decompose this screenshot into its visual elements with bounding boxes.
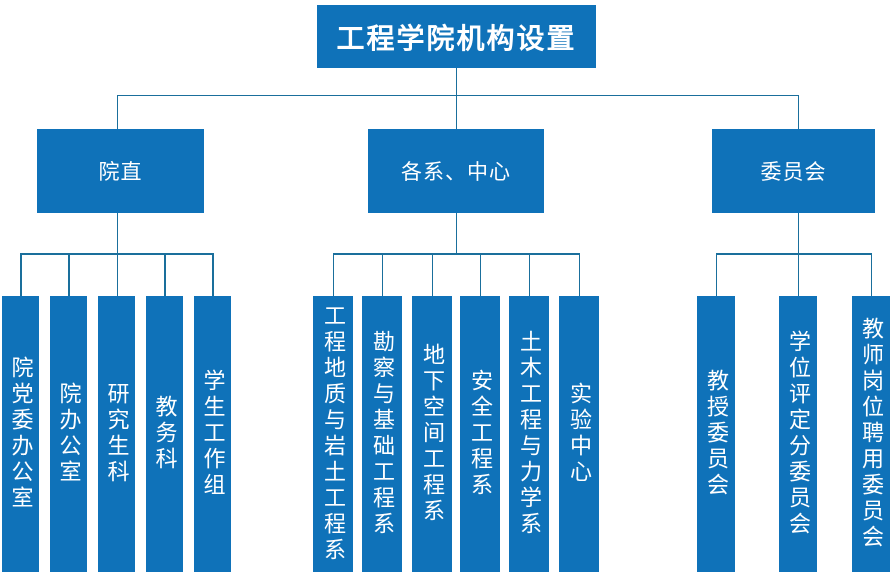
connector-mid-drop-4 [479,253,481,296]
dept-box-engineering-geology-geotech: 工程地质与岩土工程系 [313,296,353,572]
dept-label: 实验中心 [567,382,592,486]
group-box-committees: 委员会 [712,129,875,213]
connector-left-drop-5 [212,253,214,296]
connector-left-drop-4 [164,253,166,296]
connector-drop-left [116,94,118,130]
dept-label: 研究生科 [104,382,130,486]
connector-mid-drop-6 [578,253,580,296]
dept-box-graduate-section: 研究生科 [98,296,135,572]
group-box-departments-centers: 各系、中心 [368,129,544,213]
dept-label: 工程地质与岩土工程系 [321,304,346,564]
dept-box-underground-space: 地下空间工程系 [412,296,452,572]
connector-left-stem [116,213,118,296]
dept-box-professor-committee: 教授委员会 [697,296,735,572]
connector-drop-right [797,94,799,130]
connector-mid-drop-1 [332,253,334,296]
dept-box-degree-evaluation-subcommittee: 学位评定分委员会 [779,296,817,572]
connector-right-drop-1 [715,253,717,296]
group-box-direct-units: 院直 [37,129,204,213]
dept-label: 安全工程系 [468,369,493,499]
dept-label: 土木工程与力学系 [517,330,542,538]
dept-label: 勘察与基础工程系 [370,330,395,538]
connector-left-drop-2 [68,253,70,296]
connector-mid-drop-5 [528,253,530,296]
dept-label: 院办公室 [56,382,82,486]
dept-label: 教师岗位聘用委员会 [859,317,884,551]
connector-right-bus [715,253,872,255]
connector-left-bus [20,253,214,255]
dept-box-survey-foundation: 勘察与基础工程系 [362,296,402,572]
dept-box-teacher-post-appointment-committee: 教师岗位聘用委员会 [852,296,890,572]
dept-box-party-committee-office: 院党委办公室 [2,296,39,572]
dept-label: 教务科 [152,395,178,473]
dept-label: 地下空间工程系 [420,343,445,525]
chart-title: 工程学院机构设置 [317,5,596,68]
connector-right-drop-3 [870,253,872,296]
connector-mid-drop-3 [431,253,433,296]
dept-label: 教授委员会 [704,369,729,499]
connector-mid-bus [332,253,580,255]
dept-box-civil-mechanics: 土木工程与力学系 [509,296,549,572]
dept-box-student-work-group: 学生工作组 [194,296,231,572]
dept-box-safety-engineering: 安全工程系 [460,296,500,572]
dept-label: 学位评定分委员会 [786,330,811,538]
connector-left-drop-1 [20,253,22,296]
connector-root-stem [455,68,457,130]
dept-box-college-office: 院办公室 [50,296,87,572]
dept-label: 学生工作组 [200,369,226,499]
connector-mid-stem [455,213,457,254]
dept-label: 院党委办公室 [8,356,34,512]
connector-mid-drop-2 [381,253,383,296]
dept-box-experiment-center: 实验中心 [559,296,599,572]
connector-root-bus [116,94,799,96]
connector-right-stem [797,213,799,296]
dept-box-academic-affairs-section: 教务科 [146,296,183,572]
